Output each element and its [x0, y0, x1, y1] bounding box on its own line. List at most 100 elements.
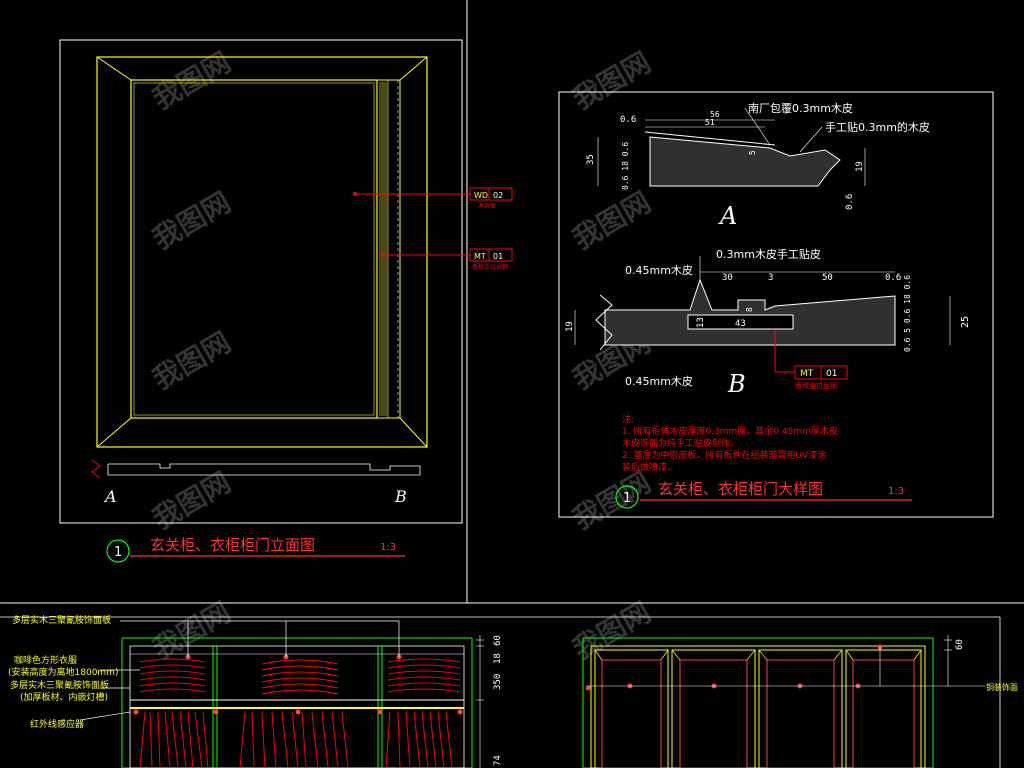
watermark-text: 我图网 [147, 45, 236, 116]
material-tag-wd02 [469, 187, 513, 201]
label-sensor: 红外线感应器 [30, 718, 84, 730]
label-finish: 铜装饰面 [986, 682, 1018, 692]
dim-text: 0.6 [845, 194, 855, 210]
dim-text: 43 [735, 319, 746, 329]
leader-dot [353, 192, 357, 196]
door-panel [845, 649, 922, 768]
dim-text: 0.6 [620, 115, 636, 125]
door-leader-dots [585, 644, 883, 691]
watermark-text: 我图网 [147, 595, 236, 666]
wardrobe-doors [594, 649, 922, 768]
bevel-line [845, 649, 854, 661]
watermark-text: 我图网 [567, 595, 656, 666]
material-tag-mt01 [469, 248, 513, 262]
drawing-title: 玄关柜、衣柜柜门立面图 [150, 536, 315, 554]
section-break [595, 294, 613, 351]
dim-text: 60 [955, 639, 965, 650]
section-profile [107, 463, 421, 476]
dim-text: 56 [710, 110, 720, 119]
dim-text: 13 [696, 317, 706, 328]
tag-number: 01 [826, 369, 837, 379]
wardrobe-right-outer [582, 637, 934, 768]
leader-dot [133, 709, 139, 715]
door-outer [96, 56, 428, 448]
dim-text: 3 [768, 273, 773, 283]
dim-text: 0.6 18 0.6 [621, 142, 630, 190]
leader-dot [213, 709, 219, 715]
dim-text: 18 [493, 653, 503, 664]
drawing-number: 1 [623, 491, 631, 506]
drawing-scale: 1:3 [888, 486, 904, 497]
watermarks: 我图网 我图网 我图网 我图网 我图网 我图网 我图网 我图网 我图网 我图网 [147, 45, 656, 666]
folded-clothes [139, 658, 461, 695]
handle-strip [376, 79, 401, 419]
detail-b-note-left-bottom: 0.45mm木皮 [625, 375, 693, 388]
detail-label-a: A [718, 202, 737, 230]
leader-dot [295, 709, 301, 715]
tag-number: 01 [493, 252, 503, 261]
label-folded: 咖啡色方形衣服 [14, 654, 77, 666]
bevel-line [594, 649, 603, 661]
dim-text: 60 [493, 635, 503, 646]
detail-notes: 注: 1. 所有柜体木皮厚度0.3mm厚，其余0.45mm厚木皮 木皮饰面为纯手… [622, 413, 838, 473]
label-a: A [103, 487, 117, 506]
label-panel-mid: 多层实木三聚氰胺饰面板 [10, 679, 109, 691]
leader-line [799, 126, 823, 153]
dim-text: 74 [493, 755, 503, 766]
detail-label-b: B [727, 370, 746, 398]
bevel-line [833, 649, 843, 661]
wardrobe-labels: 多层实木三聚氰胺饰面板 咖啡色方形衣服 (安装高度为离地1800mm) 多层实木… [8, 614, 118, 730]
detail-a-line [644, 131, 776, 146]
drawing-scale: 1:3 [380, 542, 396, 553]
dim-text: 0.6 [885, 273, 901, 283]
drawing-1-frame [59, 39, 463, 524]
door-inner-2 [133, 82, 375, 416]
door-panel [594, 649, 669, 768]
door-inner [601, 659, 662, 768]
hanging-clothes [139, 711, 453, 768]
watermark-text: 我图网 [567, 45, 656, 116]
note-line: 注: [622, 413, 634, 425]
drawing-2-detail: 56 51 0.6 35 0.6 18 0.6 5 19 0.6 南厂包覆0.3… [558, 91, 994, 518]
door-inner [679, 659, 748, 768]
leader-dot [457, 709, 463, 715]
watermark-text: 我图网 [567, 465, 656, 536]
drawing-1-elevation: WD 02 木饰面 MT 01 香槟金拉丝钢 A B 1 玄关柜、衣柜柜门立面图… [59, 39, 513, 563]
drawing-2-frame [558, 91, 994, 518]
garment [239, 711, 349, 768]
watermark-text: 我图网 [147, 465, 236, 536]
tag-code: WD [474, 191, 488, 200]
detail-a-note-2: 手工贴0.3mm的木皮 [825, 120, 930, 134]
tag-note: 木饰面 [478, 202, 496, 210]
tag-note: 香槟金拉丝钢 [795, 381, 837, 390]
drawing-3-wardrobe: 多层实木三聚氰胺饰面板 咖啡色方形衣服 (安装高度为离地1800mm) 多层实木… [0, 614, 1018, 768]
drawing-number-circle [615, 485, 639, 509]
detail-a-note-1: 南厂包覆0.3mm木皮 [748, 102, 853, 115]
detail-a-section [649, 136, 841, 187]
tag-note: 香槟金拉丝钢 [472, 263, 508, 271]
bevel-line [746, 649, 756, 661]
leader-line [79, 711, 131, 721]
bevel-line [758, 649, 768, 661]
tag-code: MT [800, 369, 814, 379]
leader-dot [585, 685, 591, 691]
watermark-text: 我图网 [567, 185, 656, 256]
watermark-text: 我图网 [147, 185, 236, 256]
note-line: 1. 所有柜体木皮厚度0.3mm厚，其余0.45mm厚木皮 [622, 425, 838, 437]
wardrobe-left-outer [121, 637, 473, 768]
door-inner [852, 659, 915, 768]
bevel-line [399, 56, 428, 81]
drawing-number: 1 [114, 545, 122, 560]
dim-text: 30 [722, 273, 733, 283]
folded-stack [261, 659, 339, 695]
dim-text: 19 [565, 321, 575, 332]
folded-stack [139, 658, 206, 693]
bevel-line [913, 649, 922, 661]
tag-code: MT [474, 252, 486, 261]
dim-text: 5 [748, 150, 757, 155]
leader-line [120, 620, 400, 657]
door-panel [671, 649, 756, 768]
label-b: B [394, 487, 407, 506]
bevel-line [96, 56, 132, 81]
